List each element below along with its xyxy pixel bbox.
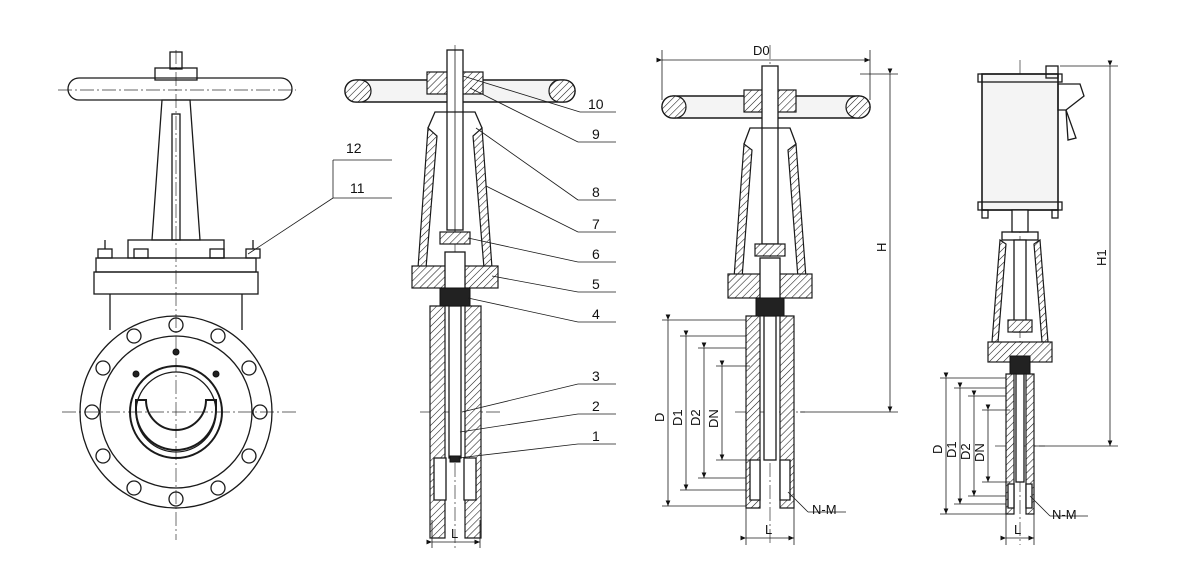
front-view bbox=[58, 50, 392, 540]
dimension-d2: D2 bbox=[688, 409, 703, 426]
dimension-d: D bbox=[652, 413, 667, 422]
part-label-8: 8 bbox=[592, 184, 600, 200]
dimensioned-view-handwheel bbox=[656, 45, 898, 545]
part-label-9: 9 bbox=[592, 126, 600, 142]
part-label-12: 12 bbox=[346, 140, 362, 156]
dimension-d2: D2 bbox=[958, 443, 973, 460]
part-label-4: 4 bbox=[592, 306, 600, 322]
part-label-3: 3 bbox=[592, 368, 600, 384]
part-label-10: 10 bbox=[588, 96, 604, 112]
dimension-d0: D0 bbox=[753, 43, 770, 58]
part-label-7: 7 bbox=[592, 216, 600, 232]
dimensioned-view-actuator bbox=[940, 60, 1118, 545]
dimension-dn: DN bbox=[706, 409, 721, 428]
part-label-2: 2 bbox=[592, 398, 600, 414]
part-label-1: 1 bbox=[592, 428, 600, 444]
section-view bbox=[344, 45, 616, 550]
part-label-6: 6 bbox=[592, 246, 600, 262]
dimension-nm: N-M bbox=[812, 502, 837, 517]
dimension-d1: D1 bbox=[944, 441, 959, 458]
dimension-l: L bbox=[451, 526, 458, 541]
dimension-dn: DN bbox=[972, 443, 987, 462]
part-label-5: 5 bbox=[592, 276, 600, 292]
dimension-l: L bbox=[765, 522, 772, 537]
dimension-d: D bbox=[930, 445, 945, 454]
part-label-11: 11 bbox=[350, 180, 365, 196]
dimension-nm: N-M bbox=[1052, 507, 1077, 522]
dimension-l: L bbox=[1014, 522, 1021, 537]
dimension-h1: H1 bbox=[1094, 249, 1109, 266]
dimension-d1: D1 bbox=[670, 409, 685, 426]
dimension-h: H bbox=[874, 243, 889, 252]
